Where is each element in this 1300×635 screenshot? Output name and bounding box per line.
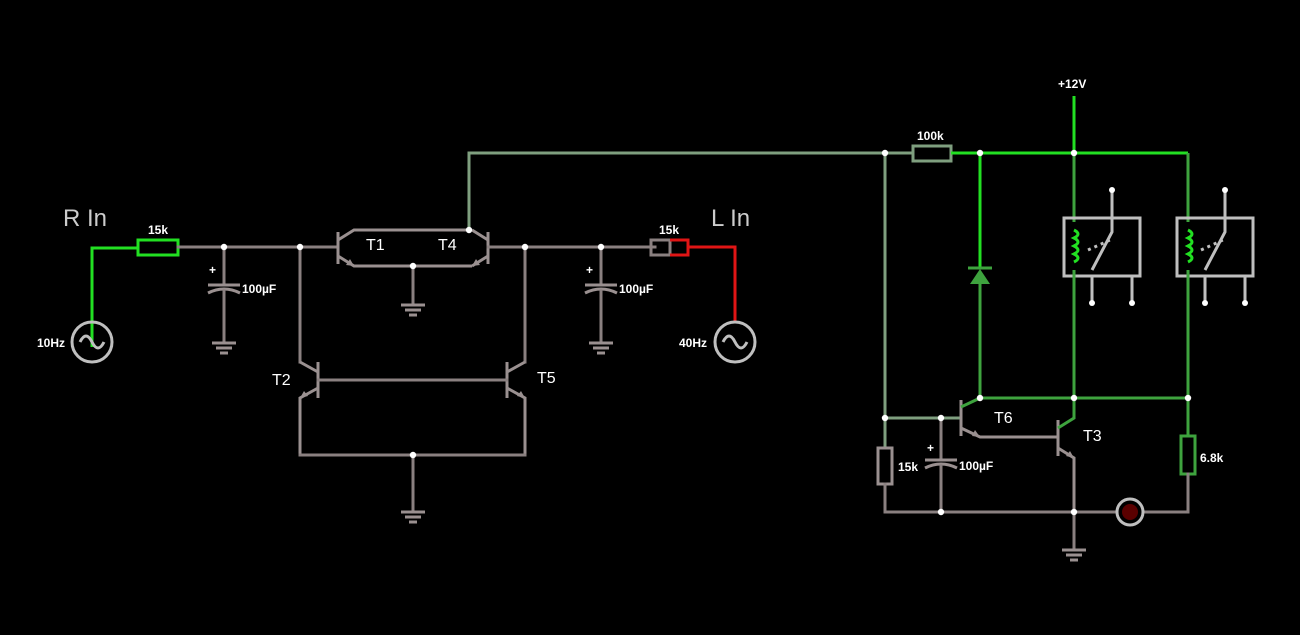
transistor-t1-t4[interactable]: T1 T4 xyxy=(336,228,490,268)
transistor-t2[interactable]: T2 xyxy=(272,360,320,455)
cap-left-plus: + xyxy=(209,263,216,277)
resistor-100k-label: 100k xyxy=(917,129,944,143)
cap-timer-plus: + xyxy=(927,441,934,455)
ac-source-40hz[interactable]: 40Hz xyxy=(679,320,757,364)
capacitor-left[interactable]: + 100µF xyxy=(207,263,276,355)
cap-left-label: 100µF xyxy=(242,282,276,296)
r-in-input[interactable]: R In xyxy=(63,205,138,347)
ac-source-10hz[interactable]: 10Hz xyxy=(37,320,114,364)
transistor-t3[interactable]: T3 xyxy=(1056,398,1102,512)
resistor-6-8k-label: 6.8k xyxy=(1200,451,1224,465)
ground-right xyxy=(1062,548,1086,562)
junctions xyxy=(220,149,1192,516)
resistor-15k-right-label: 15k xyxy=(659,223,679,237)
transistor-t5[interactable]: T5 xyxy=(505,360,556,455)
wire-collector-bus[interactable] xyxy=(467,151,913,230)
wire-led-return[interactable] xyxy=(1142,472,1190,514)
resistor-15k-timer[interactable]: 15k xyxy=(876,446,918,486)
t1-label: T1 xyxy=(366,237,385,254)
cap-timer-label: 100µF xyxy=(959,459,993,473)
wire-diode-bottom[interactable] xyxy=(978,284,1188,400)
t5-label: T5 xyxy=(537,370,556,387)
t2-label: T2 xyxy=(272,372,291,389)
led-indicator[interactable] xyxy=(1115,497,1145,527)
supply-label: +12V xyxy=(1058,77,1086,91)
t3-label: T3 xyxy=(1083,428,1102,445)
r-in-label: R In xyxy=(63,205,107,232)
l-in-label: L In xyxy=(711,205,750,232)
ground-t1t4 xyxy=(401,303,425,317)
source-40hz-label: 40Hz xyxy=(679,336,707,350)
source-10hz-label: 10Hz xyxy=(37,336,65,350)
t6-label: T6 xyxy=(994,410,1013,427)
resistor-15k-right[interactable]: 15k xyxy=(649,223,690,257)
cap-right-plus: + xyxy=(586,263,593,277)
resistor-15k-left-label: 15k xyxy=(148,223,168,237)
cap-right-label: 100µF xyxy=(619,282,653,296)
wire-bottom-return[interactable] xyxy=(883,482,1118,514)
resistor-15k-timer-label: 15k xyxy=(898,460,918,474)
diode[interactable] xyxy=(968,266,992,284)
l-in-input[interactable]: L In xyxy=(688,205,750,322)
resistor-100k[interactable]: 100k xyxy=(911,129,953,163)
ground-diff xyxy=(401,510,425,524)
capacitor-right[interactable]: + 100µF xyxy=(584,263,653,355)
t4-label: T4 xyxy=(438,237,457,254)
transistor-t6[interactable]: T6 xyxy=(959,396,1058,439)
relay-2[interactable] xyxy=(1175,187,1255,306)
relay-1[interactable] xyxy=(1062,187,1142,306)
resistor-15k-left[interactable]: 15k xyxy=(136,223,180,257)
resistor-6-8k[interactable]: 6.8k xyxy=(1179,434,1224,476)
capacitor-timer[interactable]: + 100µF xyxy=(924,441,993,514)
